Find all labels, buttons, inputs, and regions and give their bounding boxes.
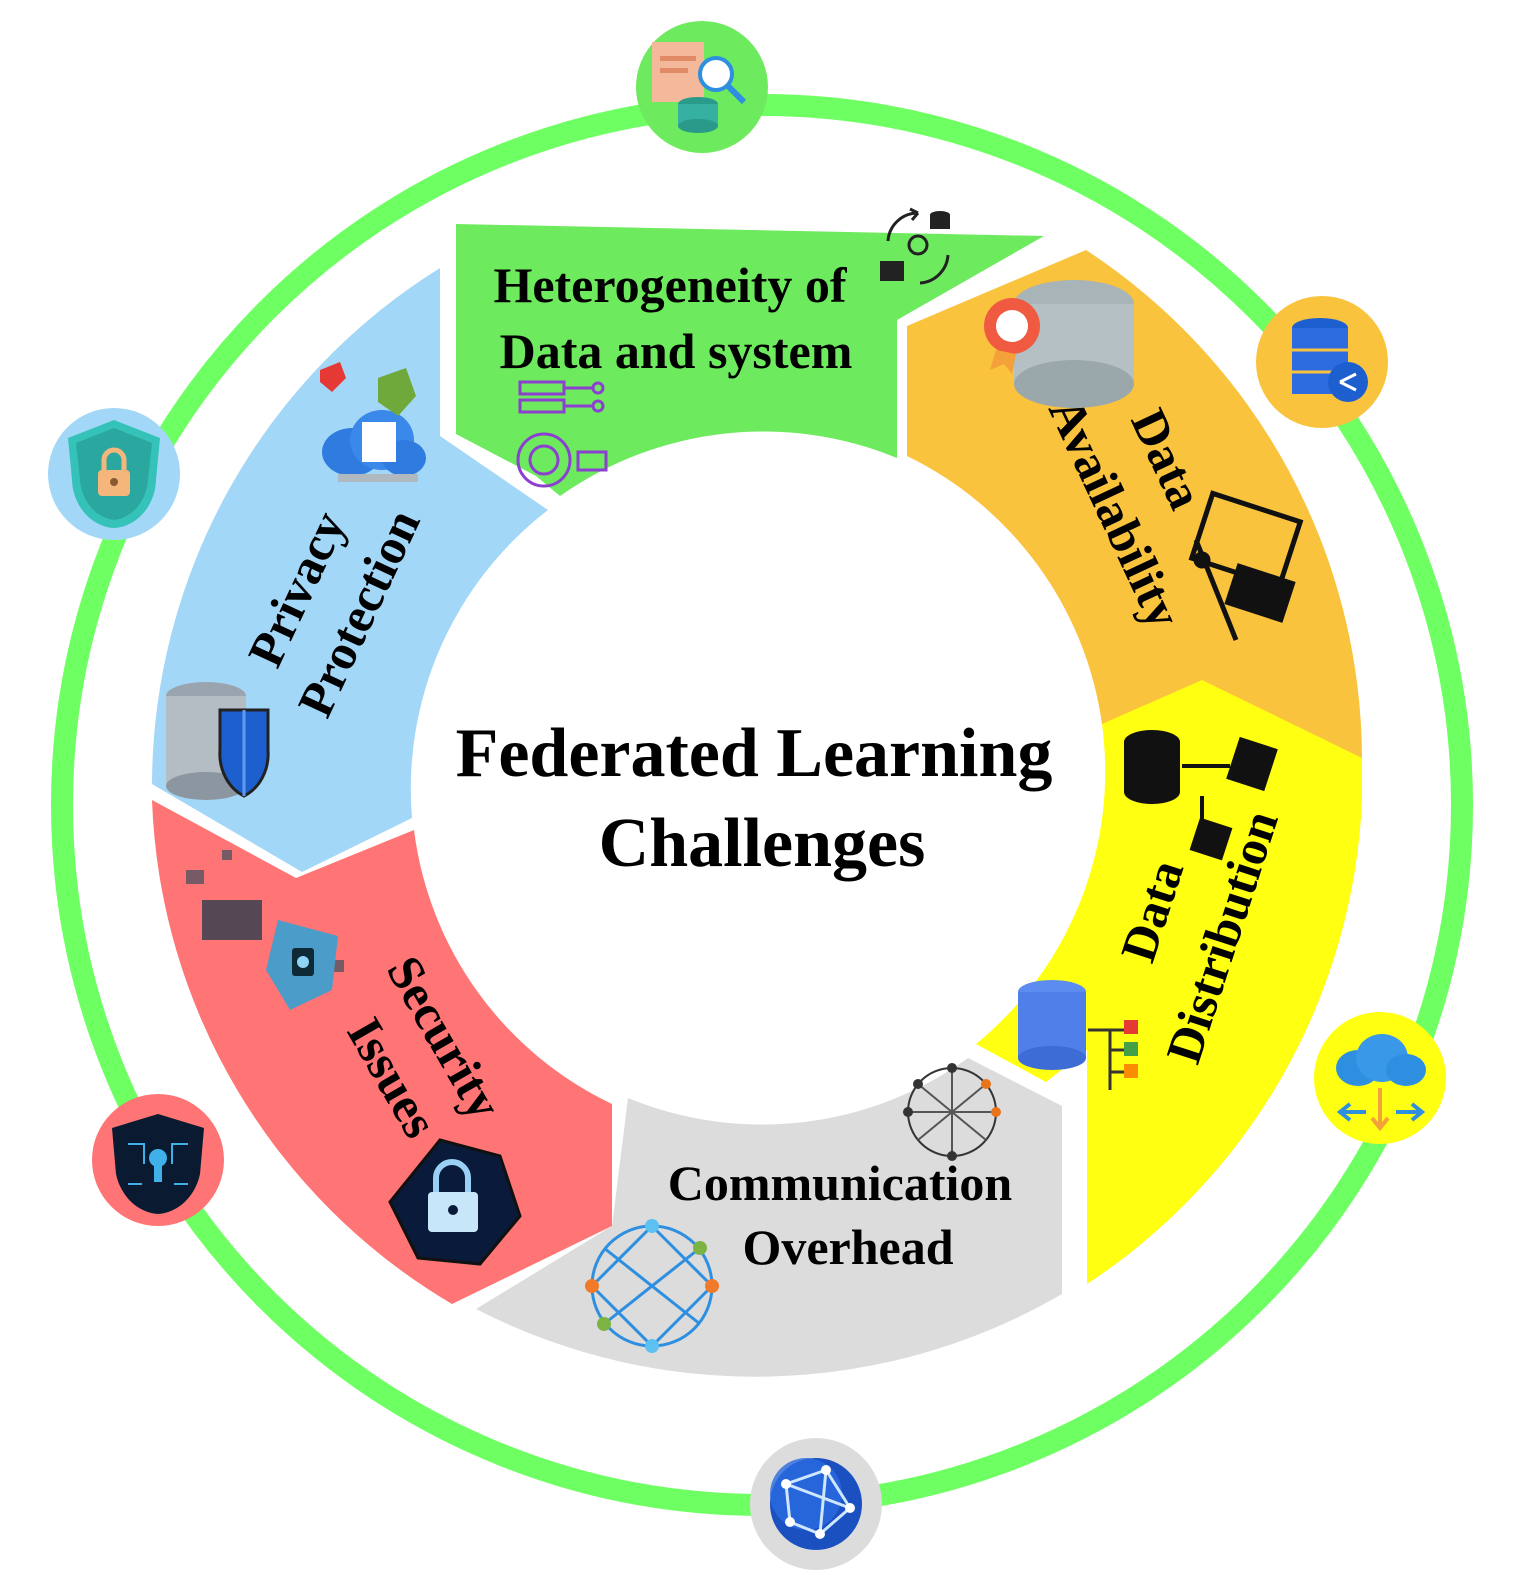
segment-communication-label-line1: Communication xyxy=(668,1155,1013,1211)
document-folder-icon xyxy=(1188,490,1304,641)
cloud-shield-icon xyxy=(320,362,426,482)
document-search-icon xyxy=(652,42,747,133)
server-check-icon xyxy=(516,380,608,488)
badge-shield-lock xyxy=(48,408,180,540)
segment-heterogeneity xyxy=(456,224,1044,496)
badge-circuit-lock xyxy=(92,1094,224,1226)
server-network-icon xyxy=(1124,730,1278,861)
center-title-line2: Challenges xyxy=(599,805,926,882)
hexagon-lock-icon xyxy=(388,1138,522,1266)
database-share-icon xyxy=(1292,318,1368,402)
badge-cloud-transfer xyxy=(1314,1012,1446,1144)
database-tree-icon xyxy=(1018,980,1138,1090)
circuit-lock-icon xyxy=(112,1114,204,1214)
segment-heterogeneity-shape xyxy=(456,224,1044,496)
cycle-gear-icon xyxy=(880,207,950,285)
badge-document-search xyxy=(636,21,768,153)
digital-lock-icon xyxy=(186,850,344,1010)
database-shield-icon xyxy=(166,682,270,800)
segment-heterogeneity-label-line2: Data and system xyxy=(500,323,853,379)
segment-distribution-shape xyxy=(976,680,1362,1284)
badge-database-share xyxy=(1256,296,1388,428)
shield-lock-icon xyxy=(68,420,160,528)
center-title-line1: Federated Learning xyxy=(456,715,1053,792)
cloud-transfer-icon xyxy=(1336,1034,1426,1132)
network-sphere-icon xyxy=(903,1063,1001,1161)
database-badge-icon xyxy=(984,280,1134,408)
segment-distribution xyxy=(976,680,1362,1284)
segment-communication-label-line2: Overhead xyxy=(742,1219,953,1275)
badge-globe-network xyxy=(750,1438,882,1570)
globe-network-icon xyxy=(770,1458,862,1550)
segment-heterogeneity-label-line1: Heterogeneity of xyxy=(493,257,847,313)
network-ring-icon xyxy=(585,1219,719,1353)
